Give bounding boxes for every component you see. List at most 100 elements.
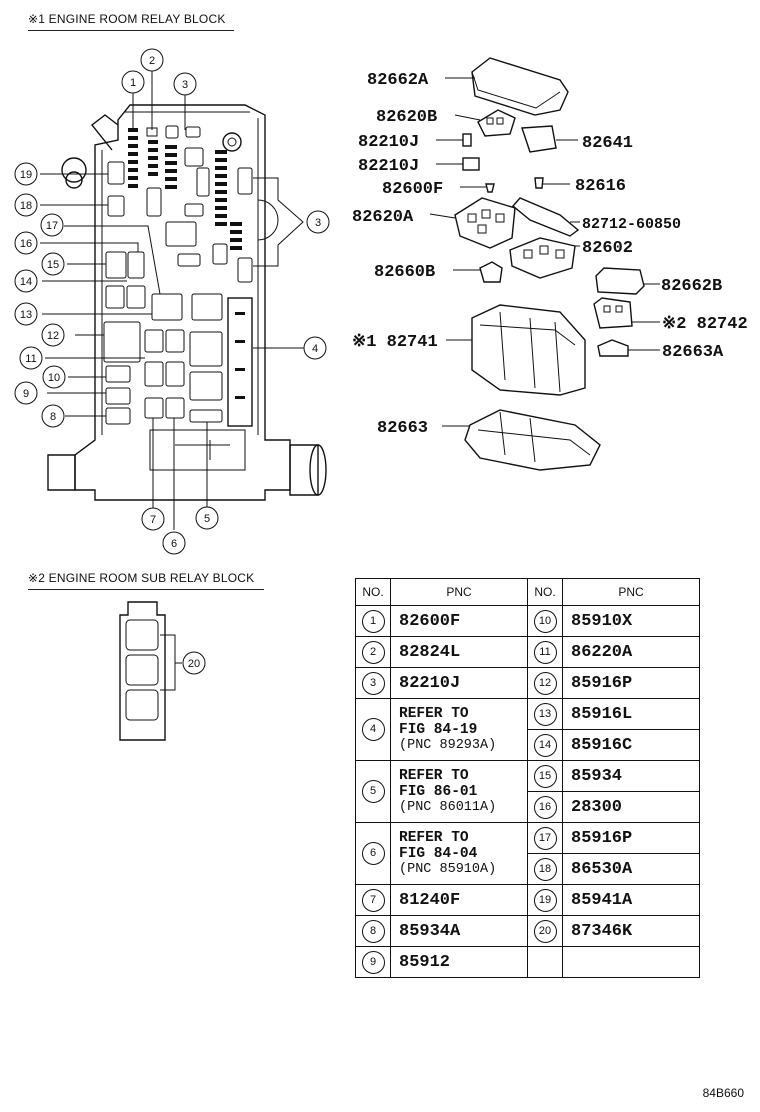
pnc-cell: 82824L <box>390 636 528 668</box>
ref-line-1: REFER TO <box>399 829 469 846</box>
table-row: 3 82210J 12 85916P <box>355 667 700 699</box>
callout-number: 11 <box>25 353 36 365</box>
callout-circle <box>14 162 38 186</box>
callout-number: 15 <box>47 259 59 271</box>
table-row: 2 82824L 11 86220A <box>355 636 700 668</box>
ref-line-2: FIG 84-04 <box>399 845 478 862</box>
callout-number: 3 <box>182 79 188 91</box>
ref-line-2: FIG 84-19 <box>399 721 478 738</box>
part-labels: 82662A 82620B 82641 82210J 82210J 82600F… <box>352 71 748 438</box>
callout-circle <box>41 404 65 428</box>
callout-circle <box>14 381 38 405</box>
row-number: 7 <box>361 888 385 912</box>
main-block-caption-rule <box>28 30 234 31</box>
callout-circle <box>162 531 186 555</box>
callout-number: 6 <box>171 538 177 550</box>
header-pnc-left: PNC <box>390 578 528 606</box>
row-number: 13 <box>533 702 557 726</box>
relay-block-outline <box>47 104 327 501</box>
callout-circle <box>141 507 165 531</box>
pnc-cell: 85916C <box>562 729 700 761</box>
pnc-cell: 81240F <box>390 884 528 916</box>
callout-circle <box>303 336 327 360</box>
row-number: 12 <box>533 671 557 695</box>
label-82712-60850: 82712-60850 <box>582 216 681 233</box>
callout-circle <box>14 231 38 255</box>
pnc-cell: 87346K <box>562 915 700 947</box>
callout-number: 18 <box>20 200 32 212</box>
label-82663A: 82663A <box>662 343 724 362</box>
label-82210J-2: 82210J <box>358 157 419 176</box>
label-82662A: 82662A <box>367 71 429 90</box>
empty-cell <box>562 946 700 978</box>
callout-circle <box>41 252 65 276</box>
pnc-cell: 85934A <box>390 915 528 947</box>
ref-line-1: REFER TO <box>399 705 469 722</box>
pnc-cell: 86220A <box>562 636 700 668</box>
label-82210J-1: 82210J <box>358 133 419 152</box>
row-number: 10 <box>533 609 557 633</box>
pnc-cell: 85910X <box>562 605 700 637</box>
callout-number: 12 <box>47 330 59 342</box>
sub-block-caption: ※2 ENGINE ROOM SUB RELAY BLOCK <box>28 571 255 585</box>
callout-number: 13 <box>20 309 32 321</box>
row-number: 11 <box>533 640 557 664</box>
pnc-cell: 85912 <box>390 946 528 978</box>
pnc-table: NO. PNC NO. PNC 1 82600F 10 85910X 2 828… <box>355 578 700 978</box>
callout-number: 3 <box>315 217 321 229</box>
label-82741: ※1 82741 <box>352 333 438 352</box>
row-number: 2 <box>361 640 385 664</box>
callout-number: 10 <box>48 372 60 384</box>
row-number: 19 <box>533 888 557 912</box>
callout-number: 2 <box>149 55 155 67</box>
row-number: 8 <box>361 919 385 943</box>
callout-number: 19 <box>20 169 32 181</box>
ref-line-3: (PNC 89293A) <box>399 737 497 753</box>
row-number: 20 <box>533 919 557 943</box>
callout-circle <box>14 269 38 293</box>
label-82620A: 82620A <box>352 208 414 227</box>
ref-line-1: REFER TO <box>399 767 469 784</box>
pnc-cell: 85934 <box>562 760 700 792</box>
callout-number: 8 <box>50 411 56 423</box>
pnc-cell: 85941A <box>562 884 700 916</box>
callout-circle <box>41 323 65 347</box>
label-82742: ※2 82742 <box>662 315 748 334</box>
pnc-cell: 85916P <box>562 667 700 699</box>
label-82663: 82663 <box>377 419 428 438</box>
callout-number: 5 <box>204 513 210 525</box>
main-block-caption: ※1 ENGINE ROOM RELAY BLOCK <box>28 12 226 26</box>
row-number: 14 <box>533 733 557 757</box>
pnc-cell-reference: REFER TO FIG 86-01 (PNC 86011A) <box>390 760 528 823</box>
callout-circle <box>14 302 38 326</box>
row-number: 3 <box>361 671 385 695</box>
row-number: 15 <box>533 764 557 788</box>
figure-code: 84B660 <box>702 1086 744 1100</box>
table-row: 7 81240F 19 85941A <box>355 884 700 916</box>
pnc-cell: 86530A <box>562 853 700 885</box>
callout-circle <box>306 210 330 234</box>
row-number: 5 <box>361 780 385 803</box>
label-82600F: 82600F <box>382 180 443 199</box>
label-82620B: 82620B <box>376 108 437 127</box>
row-number: 18 <box>533 857 557 881</box>
exploded-parts <box>429 57 660 471</box>
callout-number: 4 <box>312 343 318 355</box>
callout-number: 17 <box>46 220 58 232</box>
pnc-cell-reference: REFER TO FIG 84-04 (PNC 85910A) <box>390 822 528 885</box>
callout-circle <box>40 213 64 237</box>
table-row: 5 REFER TO FIG 86-01 (PNC 86011A) 15 859… <box>355 760 700 823</box>
table-row: 1 82600F 10 85910X <box>355 605 700 637</box>
table-row: 8 85934A 20 87346K <box>355 915 700 947</box>
label-82662B: 82662B <box>661 277 722 296</box>
header-no-right: NO. <box>527 578 563 606</box>
pnc-cell: 85916L <box>562 698 700 730</box>
table-row: 9 85912 <box>355 946 700 978</box>
empty-cell <box>527 946 563 978</box>
header-pnc-right: PNC <box>562 578 700 606</box>
callout-leaders <box>40 70 304 530</box>
relay-block-components <box>103 125 253 427</box>
callout-circle <box>19 346 43 370</box>
